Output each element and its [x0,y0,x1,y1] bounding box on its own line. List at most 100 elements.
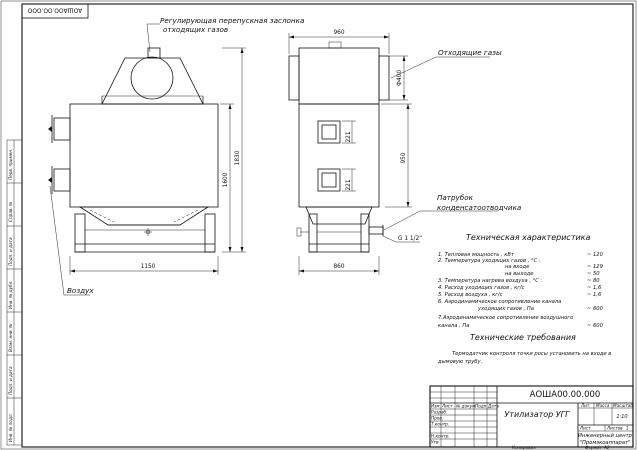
spec-item-7-label: 6. Аэродинамическое сопротивление канала [438,299,561,305]
thread-label: G 1 1/2" [398,236,422,242]
spec-item-10-label: канала , Па [438,323,469,329]
spec-item-5-label: 4. Расход уходящих газов , кг/с [438,285,525,291]
drawing-title: Утилизатор УГГ [504,410,570,419]
callout-condensate-line2: конденсатоотводчика [437,203,521,212]
air-nozzle-lower [48,166,71,194]
tb-list: Лист [441,404,453,409]
requirements-line1: Термодатчик контроля точки росы установи… [452,351,611,357]
spec-item-0-label: 1. Тепловая мощность , кВт [438,252,515,258]
spec-item-9-label: 7.Аэродинамическое сопротивление воздушн… [438,315,573,321]
copied-label: Копировал [512,445,536,450]
dim-front-width: 1150 [69,256,219,275]
dim-960: 960 [333,30,344,36]
front-support-frame [74,213,216,253]
strip-label-0: Перв. примен. [8,149,13,180]
damper-housing [101,57,204,105]
dim-front-heights: 1830 1600 [220,47,246,253]
tb-scale-value: 1:10 [616,414,627,420]
requirements-line2: дымовую трубу. [437,359,482,365]
dim-950: 950 [401,152,407,163]
tech-requirements: Технические требования Термодатчик контр… [437,333,611,365]
tb-sheet-label: Лист [579,426,591,431]
dim-side-height: 950 [381,103,412,208]
condensate-nozzle [368,225,384,236]
dim-1150: 1150 [141,264,156,270]
strip-label-5: Подп. и дата [8,366,13,395]
tech-specs: Техническая характеристика 1. Тепловая м… [438,233,604,329]
damper-disk [130,56,174,100]
inner-frame [21,3,634,448]
tb-prov: Пров. [431,416,443,421]
spec-item-5-value: ~ 1,6 [587,285,602,291]
format-value: А2 [603,445,610,450]
front-bottom-hopper [78,206,210,226]
spec-item-10-value: ~ 600 [587,323,604,329]
doc-code: АОША00.00.000 [530,390,601,400]
side-view: 221 221 960 [288,30,422,275]
strip-label-6: Инв. № подл. [8,413,13,442]
tb-mass-label: Масса [596,403,610,408]
spec-item-2-label: на входе [505,264,529,270]
tb-lit-label: Лит. [580,403,591,408]
tb-podp: Подп. [475,404,488,409]
inspection-window-lower [317,168,341,192]
company-line2: "Промэкоаппарат" [580,440,631,446]
dim-1600: 1600 [223,172,229,187]
company-line1: Инженерный центр [578,433,633,439]
side-bottom-hopper [305,206,373,225]
format-label: Формат [585,445,603,450]
side-main-body [298,103,380,208]
dim-pipe-dia: Ф400 [389,55,408,101]
side-top-pipe-left [288,55,300,101]
callout-condensate-line1: Патрубок [437,193,474,202]
front-main-body [69,103,219,208]
strip-label-2: Подп. и дата [8,237,13,266]
strip-label-4: Взам. инв. № [8,323,13,352]
callout-damper-line1: Регулирующая перепускная заслонка [160,16,304,25]
damper-top-flange [147,47,161,59]
stamp-code: АОШАОО.ОО.ООО [27,7,82,13]
spec-item-2-value: ~ 129 [587,264,603,270]
dim-window-2: 221 [346,179,352,190]
title-block: Изм. Лист № докум. Подп. Дата Разраб. Пр… [429,385,634,448]
tb-sheets-label: Листов [606,426,623,431]
specs-header: Техническая характеристика [466,233,591,242]
callout-air-text: Воздух [67,286,94,295]
spec-item-4-label: 3. Температура нагрева воздуха , °С : [438,278,543,284]
tb-ndoc: № докум. [455,404,477,409]
spec-item-1-label: 2. Температура уходящих газов , °С : [438,258,541,264]
tb-data: Дата [487,404,499,409]
tb-izm: Изм. [431,404,441,409]
callout-damper-line2: отходящих газов [163,25,228,34]
side-top-box [298,47,380,105]
stamp-box: АОШАОО.ОО.ООО [21,3,89,19]
inspection-window-upper [317,120,341,144]
callout-condensate: Патрубок конденсатоотводчика [383,193,521,231]
strip-label-3: Инв. № дубл. [8,280,13,309]
spec-item-6-value: ~ 1,6 [587,292,602,298]
tb-razrab: Разраб. [431,410,447,415]
spec-item-3-value: ~ 50 [587,271,600,277]
front-view: 1150 1830 1600 [48,47,246,275]
dim-side-top: 960 [288,30,390,54]
dim-window-1: 221 [346,131,352,142]
dim-side-width: 860 [298,256,380,275]
spec-item-8-value: ~ 600 [587,306,604,312]
dim-f400: Ф400 [397,70,403,86]
spec-item-0-value: ~ 120 [587,252,604,258]
callout-exhaust: Отходящие газы [390,48,502,79]
spec-item-4-value: ~ 80 [587,278,600,284]
spec-item-8-label: уходящих газов , Па [477,306,534,312]
spec-item-3-label: на выходе [505,271,533,277]
callout-damper: Регулирующая перепускная заслонка отходя… [146,16,304,53]
tb-scale-label: Масштаб [613,403,633,408]
side-exhaust-pipe [378,55,390,101]
side-support-frame [308,213,370,253]
spec-item-6-label: 5. Расход воздуха , кг/с [438,292,503,298]
tb-utv: Утв. [431,440,440,445]
dim-1830: 1830 [235,150,241,165]
dim-860: 860 [333,264,344,270]
callout-air: Воздух [49,185,94,296]
